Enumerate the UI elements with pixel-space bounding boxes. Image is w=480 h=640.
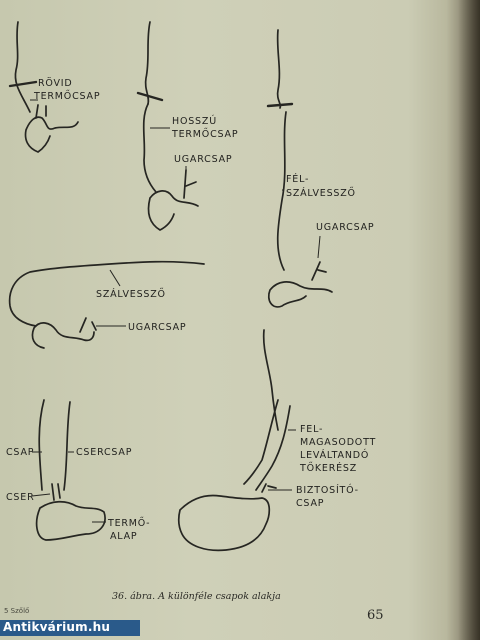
trunk-base-1	[24, 116, 79, 153]
cut-mark-2	[136, 91, 164, 102]
cut-mark-3	[266, 102, 294, 108]
trunk-base-6	[177, 494, 271, 552]
shoot-cane-2	[144, 21, 151, 105]
corner-signature: 5 Szőlő	[4, 607, 30, 615]
label-termocsap-2: TERMŐCSAP	[171, 129, 238, 140]
label-magasodott: MAGASODOTT	[300, 437, 376, 448]
long-cane-4	[8, 260, 205, 327]
label-fel-2: FEL-	[300, 424, 323, 435]
trunk-left-5	[38, 399, 45, 491]
label-cser: CSER	[6, 492, 34, 503]
leader-ugarcsap-right	[317, 235, 321, 259]
safety-spur-6	[261, 483, 277, 493]
label-levaltando: LEVÁLTANDÓ	[300, 449, 369, 461]
label-tokeresz: TŐKERÉSZ	[299, 462, 357, 474]
label-termo: TERMŐ-	[107, 518, 150, 529]
label-hosszu: HOSSZÚ	[172, 115, 217, 127]
label-biztosito: BIZTOSÍTÓ-	[296, 484, 359, 496]
label-szalvesszo-1: SZÁLVESSZŐ	[286, 187, 356, 199]
half-cane-3	[276, 111, 287, 271]
label-szalvesszo-2: SZÁLVESSZŐ	[96, 288, 166, 300]
page-number: 65	[367, 608, 384, 623]
ugar-spur-4	[79, 317, 97, 333]
trunk-base-5	[35, 500, 106, 541]
shoot-cane-1	[14, 21, 31, 113]
page-gutter-shadow	[458, 0, 480, 640]
shoot-cane-3	[276, 29, 282, 109]
watermark-text: Antikvárium.hu	[3, 620, 111, 634]
label-rovid: RÖVID	[38, 78, 73, 89]
label-ugarcsap-mid: UGARCSAP	[128, 322, 186, 333]
spur-1	[35, 104, 47, 119]
label-biztosito-csap: CSAP	[296, 498, 324, 509]
watermark-bar	[0, 620, 140, 636]
label-ugarcsap-right: UGARCSAP	[316, 222, 374, 233]
cut-mark-1	[8, 80, 38, 88]
ugar-spur-2	[183, 169, 197, 199]
label-ugarcsap-top: UGARCSAP	[174, 154, 232, 165]
spur-cser-5	[51, 483, 61, 501]
ugar-spur-3	[311, 261, 327, 281]
figure-caption: 36. ábra. A különféle csapok alakja	[112, 591, 281, 602]
label-termocsap-1: TERMŐCSAP	[33, 91, 100, 102]
label-csap: CSAP	[6, 447, 34, 458]
label-fel: FÉL-	[286, 173, 309, 185]
long-spur-2	[142, 103, 157, 193]
shoot-cane-6	[262, 329, 279, 431]
label-csercsap: CSERCSAP	[76, 447, 132, 458]
trunk-base-4	[31, 322, 95, 349]
leader-szalvesszo	[109, 269, 121, 287]
trunk-base-3	[267, 281, 333, 308]
trunk-base-2	[147, 190, 199, 231]
leader-cser	[31, 493, 51, 497]
elevated-part-6	[243, 399, 291, 491]
trunk-right-5	[63, 401, 71, 491]
label-alap: ALAP	[110, 531, 137, 542]
